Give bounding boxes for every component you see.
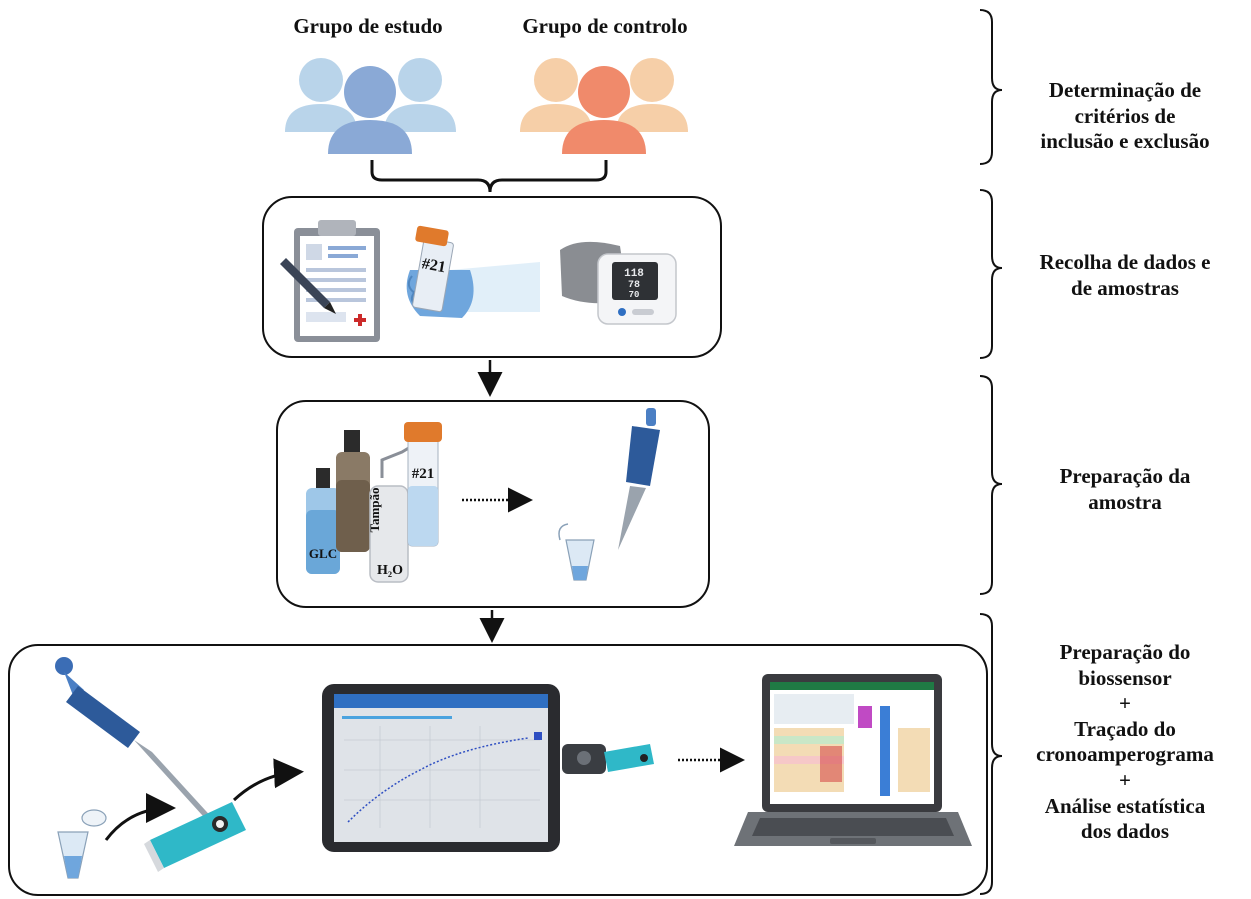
- curved-arrow-tube-to-strip: [104, 793, 176, 841]
- tablet-icon: [322, 684, 560, 852]
- control-group-people-icon: [520, 58, 688, 154]
- brace-3: [979, 375, 1003, 595]
- control-group-label: Grupo de controlo: [522, 14, 688, 38]
- microtube-icon: [558, 523, 595, 581]
- study-group-label: Grupo de estudo: [293, 14, 443, 38]
- groups-join-brace: [370, 160, 608, 193]
- sample-tube-icon: [412, 225, 454, 313]
- glc-bottle-icon: [306, 468, 340, 574]
- micropipette-icon: [618, 408, 660, 550]
- pen-icon: [280, 258, 336, 314]
- tube-id-label: #21: [420, 255, 447, 276]
- buffer-label: Tampão: [367, 487, 382, 532]
- tube-id-label-2: #21: [412, 466, 435, 482]
- glc-label: GLC: [309, 546, 337, 561]
- water-label: H₂O: [377, 563, 403, 578]
- brace-1: [979, 9, 1003, 165]
- potentiostat-icon: [562, 744, 654, 774]
- sample-tube-2-icon: [404, 422, 442, 547]
- bp-reading-sys: 118: [624, 268, 644, 280]
- electrode-strip-icon: [144, 802, 246, 872]
- study-group-people-icon: [285, 58, 456, 154]
- blood-pressure-monitor-icon: [560, 241, 677, 325]
- laptop-icon: [734, 674, 972, 846]
- microtube-2-icon: [57, 809, 107, 879]
- brace-4: [979, 613, 1003, 895]
- curved-arrow-strip-to-tablet: [232, 758, 304, 802]
- micropipette-2-icon: [55, 657, 216, 826]
- bp-reading-dia: 78: [628, 280, 640, 291]
- bp-reading-pulse: 70: [629, 290, 640, 300]
- buffer-bottle-icon: [336, 430, 370, 552]
- brace-2: [979, 189, 1003, 359]
- clipboard-icon: [294, 220, 380, 342]
